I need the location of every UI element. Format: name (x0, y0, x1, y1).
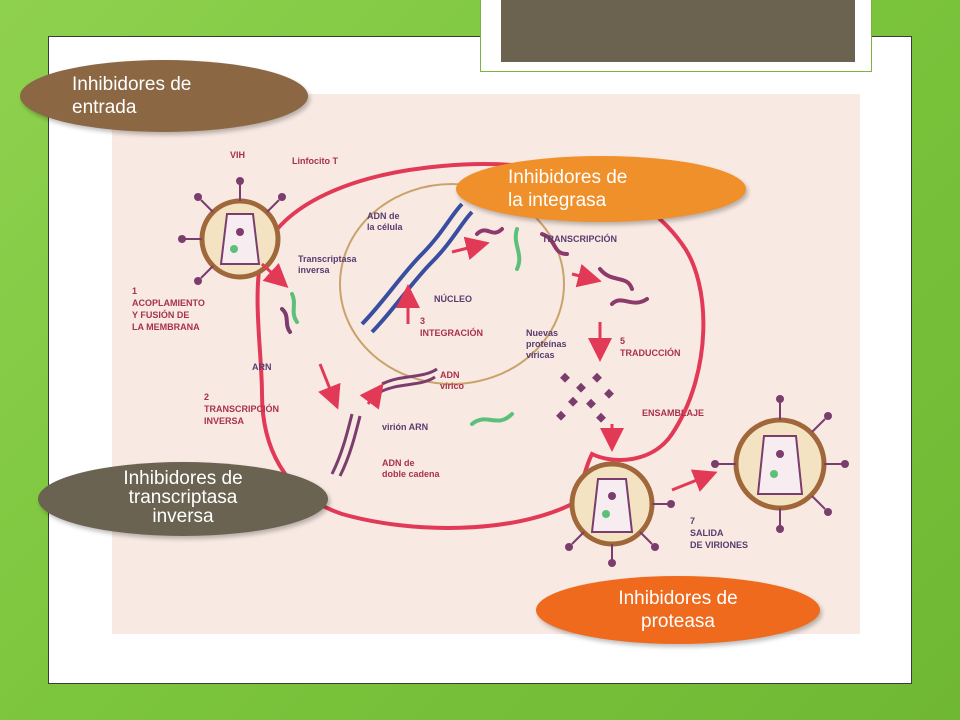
nucleus (339, 183, 565, 385)
hiv-virus-budding (565, 461, 675, 567)
cell-dna-helix (360, 202, 474, 334)
process-arrows (260, 236, 718, 492)
label-salida-1: SALIDA (690, 528, 724, 538)
rt-line-3: inversa (152, 505, 214, 527)
label-linfocito: Linfocito T (292, 156, 338, 166)
label-nucleo: NÚCLEO (434, 293, 472, 304)
viral-dna-helix (330, 367, 438, 477)
hiv-virus-entering (178, 177, 286, 285)
label-adn-celula-1: ADN de (367, 211, 400, 221)
title-placeholder (501, 0, 855, 62)
integrase-line-1: Inhibidores de (508, 167, 628, 188)
label-nuevas-2: proteínas (526, 339, 567, 349)
hiv-virion-released (711, 395, 849, 533)
rt-line-2: transcriptasa (128, 486, 238, 508)
protease-line-2: proteasa (641, 611, 715, 632)
rna-strands (280, 227, 649, 426)
label-step2-num: 2 (204, 392, 209, 402)
hiv-lifecycle-diagram: VIH Linfocito T ADN de la célula TRANSCR… (112, 94, 860, 634)
label-step1-3: LA MEMBRANA (132, 322, 200, 332)
label-salida-2: DE VIRIONES (690, 540, 748, 550)
label-integracion: INTEGRACIÓN (420, 327, 483, 338)
label-step1-2: Y FUSIÓN DE (132, 309, 189, 320)
entry-line-2: entrada (72, 97, 137, 118)
label-transcripcion: TRANSCRIPCIÓN (542, 233, 617, 244)
integrase-line-2: la integrasa (508, 190, 607, 211)
label-step2-2: INVERSA (204, 416, 245, 426)
label-traduccion: TRADUCCIÓN (620, 347, 681, 358)
rt-line-1: Inhibidores de (123, 467, 243, 489)
entry-line-1: Inhibidores de (72, 74, 192, 95)
label-adn-virico-2: vírico (440, 381, 465, 391)
label-adn-doble-1: ADN de (382, 458, 415, 468)
label-step1-num: 1 (132, 286, 137, 296)
label-transcriptasa-1: Transcriptasa (298, 254, 358, 264)
label-adn-celula-2: la célula (367, 222, 404, 232)
label-arn: ARN (252, 362, 272, 372)
viral-proteins (556, 372, 614, 423)
label-nuevas-1: Nuevas (526, 328, 558, 338)
label-virion-arn: virión ARN (382, 422, 428, 432)
lymphocyte-membrane (255, 162, 706, 530)
label-adn-doble-2: doble cadena (382, 469, 441, 479)
label-nuevas-3: víricas (526, 350, 555, 360)
label-vih: VIH (230, 150, 245, 160)
label-adn-virico-1: ADN (440, 370, 460, 380)
label-traduccion-num: 5 (620, 336, 625, 346)
label-transcriptasa-2: inversa (298, 265, 331, 275)
label-ensamblaje: ENSAMBLAJE (642, 408, 704, 418)
label-salida-num: 7 (690, 516, 695, 526)
label-step1-1: ACOPLAMIENTO (132, 298, 205, 308)
label-integracion-num: 3 (420, 316, 425, 326)
protease-line-1: Inhibidores de (618, 588, 738, 609)
label-step2-1: TRANSCRIPCIÓN (204, 403, 279, 414)
